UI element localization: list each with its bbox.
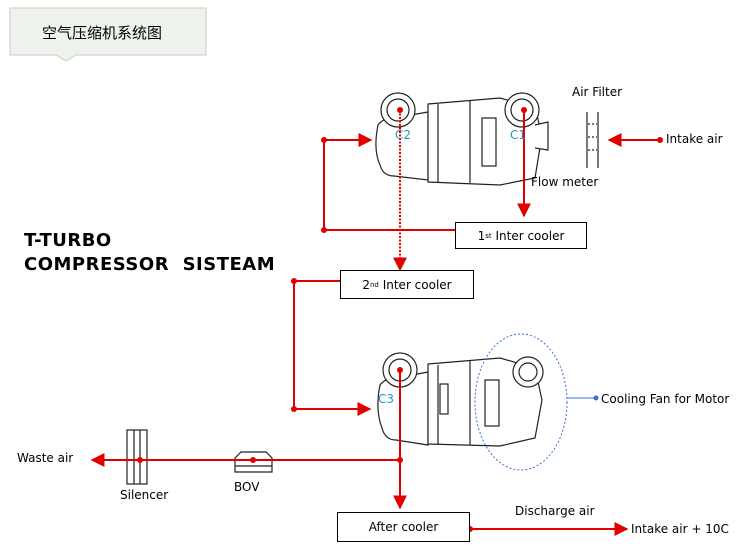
flow-lines	[90, 110, 660, 536]
flow-nodes	[137, 107, 663, 532]
bov-label: BOV	[234, 480, 260, 494]
second-cooler-sup: nd	[370, 280, 379, 289]
c1-label: C1	[510, 128, 527, 142]
first-cooler-text: Inter cooler	[491, 228, 565, 243]
heading-line-1: T-TURBO	[24, 230, 112, 251]
cooling-fan-label: Cooling Fan for Motor	[601, 392, 730, 406]
after-cooler-box: After cooler	[337, 512, 470, 542]
page-title: 空气压缩机系统图	[42, 24, 163, 42]
compressor-unit-upper	[375, 92, 599, 186]
first-cooler-sup: st	[485, 231, 492, 240]
second-cooler-text: Inter cooler	[378, 277, 452, 292]
waste-air-label: Waste air	[17, 451, 74, 465]
after-cooler-label: After cooler	[368, 520, 439, 534]
first-cooler-num: 1	[477, 228, 486, 243]
c2-label: C2	[395, 128, 412, 142]
silencer-label: Silencer	[120, 488, 169, 502]
second-cooler-num: 2	[362, 277, 370, 292]
c3-label: C3	[378, 392, 395, 406]
header-tab	[9, 7, 207, 62]
intake-air-label: Intake air	[666, 132, 723, 146]
intake-air-10c-label: Intake air + 10C	[631, 522, 729, 536]
cooling-fan-dot	[593, 395, 599, 401]
heading-line-2: COMPRESSOR SISTEAM	[24, 254, 276, 275]
cooling-fan-outline	[474, 333, 568, 471]
discharge-air-label: Discharge air	[515, 504, 595, 518]
air-filter-label: Air Filter	[572, 85, 623, 99]
silencer-icon	[126, 429, 148, 485]
flow-meter-label: Flow meter	[531, 175, 599, 189]
compressor-unit-lower	[377, 352, 544, 447]
